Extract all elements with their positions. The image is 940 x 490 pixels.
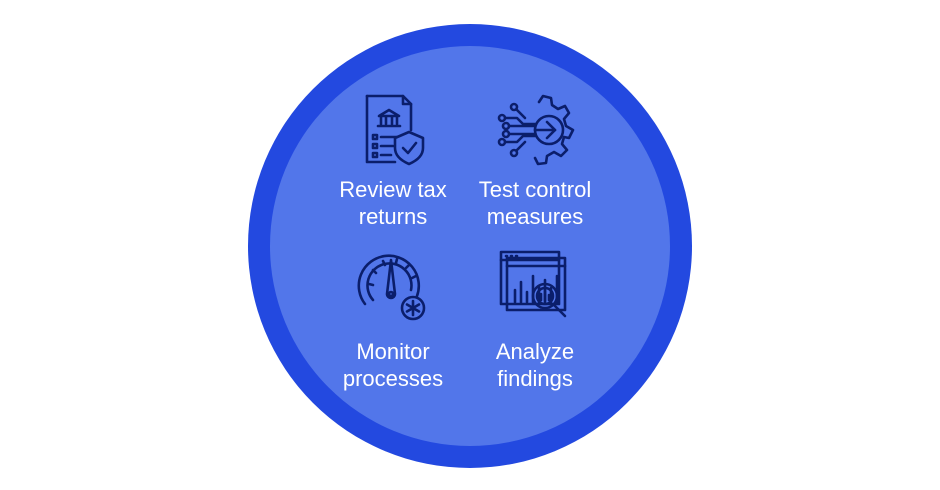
tax-document-shield-icon	[365, 94, 425, 166]
item-label: Review tax returns	[308, 176, 478, 230]
analyze-findings-item: Analyze findings	[450, 246, 620, 392]
item-label: Monitor processes	[308, 338, 478, 392]
label-line-2: measures	[486, 204, 584, 229]
chart-magnifier-icon	[499, 250, 567, 318]
test-control-measures-item: Test control measures	[450, 90, 620, 230]
label-line-1: Review tax	[339, 177, 447, 202]
gear-circuit-arrow-icon	[497, 94, 575, 166]
item-label: Analyze findings	[450, 338, 620, 392]
monitor-processes-item: Monitor processes	[308, 246, 478, 392]
inner-circle	[270, 46, 670, 446]
label-line-2: returns	[358, 204, 428, 229]
item-label: Test control measures	[450, 176, 620, 230]
label-line-1: Analyze	[495, 339, 575, 364]
label-line-2: findings	[497, 366, 573, 391]
label-line-1: Test control	[478, 177, 592, 202]
gauge-icon	[357, 254, 426, 321]
review-tax-returns-item: Review tax returns	[308, 90, 478, 230]
label-line-1: Monitor	[356, 339, 430, 364]
label-line-2: processes	[342, 366, 444, 391]
